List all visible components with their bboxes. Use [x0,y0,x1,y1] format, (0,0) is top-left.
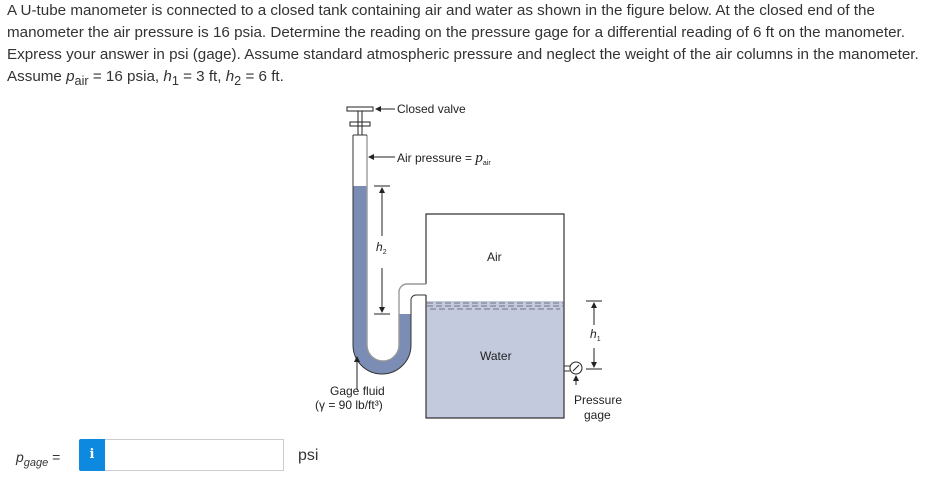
h2-label: h2 [376,240,387,256]
info-icon[interactable]: i [79,439,105,471]
closed-valve [346,106,374,135]
gage-label: gage [584,408,611,422]
gage-fluid [353,186,411,374]
answer-input[interactable] [105,439,284,471]
closed-valve-label: Closed valve [397,102,466,116]
water [426,301,564,418]
tank [425,213,565,419]
unit-label: psi [298,447,319,464]
air-label: Air [487,250,502,264]
gage-fluid-label: Gage fluid [330,384,385,398]
h1-label: h1 [590,327,601,343]
answer-label: pgage = [16,449,61,469]
specific-weight-label: (γ = 90 lb/ft³) [315,398,383,412]
water-label: Water [480,349,512,363]
answer-row: pgage = i psi [0,438,600,474]
air-pressure-label: Air pressure = pair [397,150,491,167]
pressure-label: Pressure [574,393,622,407]
question-text: A U-tube manometer is connected to a clo… [7,2,919,89]
